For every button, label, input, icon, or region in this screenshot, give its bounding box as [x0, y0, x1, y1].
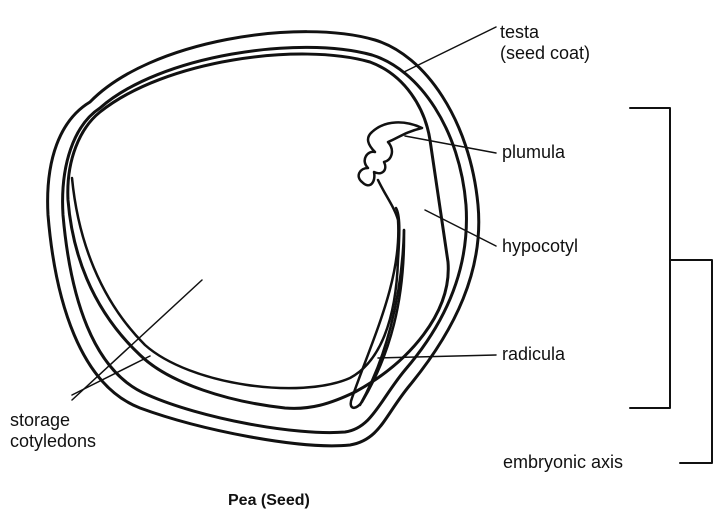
plumula-outline — [359, 122, 422, 185]
embryonic-axis-label: embryonic axis — [503, 452, 623, 473]
storage-label-line2: cotyledons — [10, 431, 96, 452]
plumula-label: plumula — [502, 142, 565, 163]
diagram-title: Pea (Seed) — [228, 492, 310, 510]
embryonic-axis-bracket — [630, 108, 670, 408]
testa-label: testa (seed coat) — [500, 22, 590, 64]
radicula-label: radicula — [502, 344, 565, 365]
testa-label-line2: (seed coat) — [500, 43, 590, 64]
cotyledon-outline — [68, 54, 448, 408]
testa-leader-line — [404, 27, 496, 72]
storage-cotyledons-label: storage cotyledons — [10, 410, 96, 452]
radicula-leader-line — [378, 355, 496, 358]
testa-label-line1: testa — [500, 22, 590, 43]
testa-outer-outline — [48, 32, 479, 446]
embryonic-axis-connector — [670, 260, 712, 463]
hypocotyl-leader-line — [425, 210, 496, 246]
storage-label-line1: storage — [10, 410, 96, 431]
testa-inner-outline — [63, 47, 467, 432]
cotyledon-inner-edge — [72, 178, 399, 388]
hypocotyl-label: hypocotyl — [502, 236, 578, 257]
